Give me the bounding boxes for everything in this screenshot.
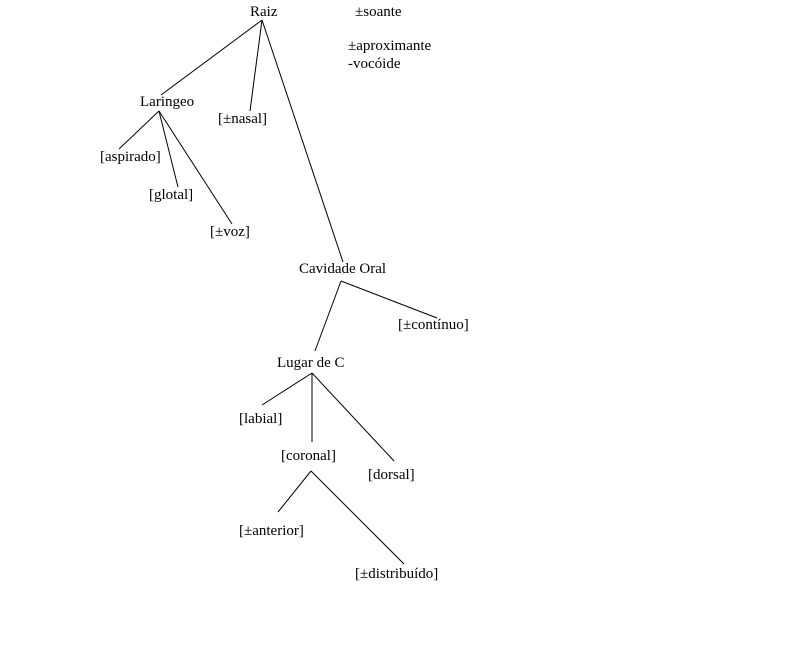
node-dorsal: [dorsal] bbox=[368, 467, 415, 483]
feature-vocoide: -vocóide bbox=[348, 56, 401, 72]
edge-cavidade-lugar bbox=[314, 280, 342, 352]
node-voz: [±voz] bbox=[210, 224, 250, 240]
edge-cavidade-continuo bbox=[340, 280, 438, 319]
feature-soante: ±soante bbox=[355, 4, 402, 20]
node-glotal: [glotal] bbox=[149, 187, 193, 203]
node-coronal: [coronal] bbox=[281, 448, 336, 464]
node-cavidade-oral: Cavidade Oral bbox=[299, 261, 386, 277]
tree-labels: Raiz ±soante ±aproximante -vocóide Larin… bbox=[100, 4, 469, 582]
edge-raiz-laringeo bbox=[160, 19, 263, 96]
node-laringeo: Laringeo bbox=[140, 94, 194, 110]
edge-laringeo-aspirado bbox=[118, 110, 160, 150]
node-distribuido: [±distribuído] bbox=[355, 566, 438, 582]
edge-lugar-labial bbox=[261, 372, 313, 406]
node-nasal: [±nasal] bbox=[218, 111, 267, 127]
edge-laringeo-glotal bbox=[158, 110, 179, 188]
node-aspirado: [aspirado] bbox=[100, 149, 161, 165]
node-lugar-de-c: Lugar de C bbox=[277, 355, 344, 371]
edge-lugar-dorsal bbox=[311, 372, 395, 462]
edge-coronal-distribuido bbox=[310, 470, 405, 565]
edge-coronal-anterior bbox=[277, 470, 312, 513]
edge-laringeo-voz bbox=[158, 110, 233, 225]
edge-raiz-cavidade-oral bbox=[261, 19, 344, 263]
node-anterior: [±anterior] bbox=[239, 523, 304, 539]
edge-raiz-nasal bbox=[249, 19, 263, 112]
node-raiz: Raiz bbox=[250, 4, 278, 20]
node-labial: [labial] bbox=[239, 411, 282, 427]
node-continuo: [±contínuo] bbox=[398, 317, 469, 333]
tree-edges bbox=[118, 19, 438, 565]
feature-aproximante: ±aproximante bbox=[348, 38, 432, 54]
